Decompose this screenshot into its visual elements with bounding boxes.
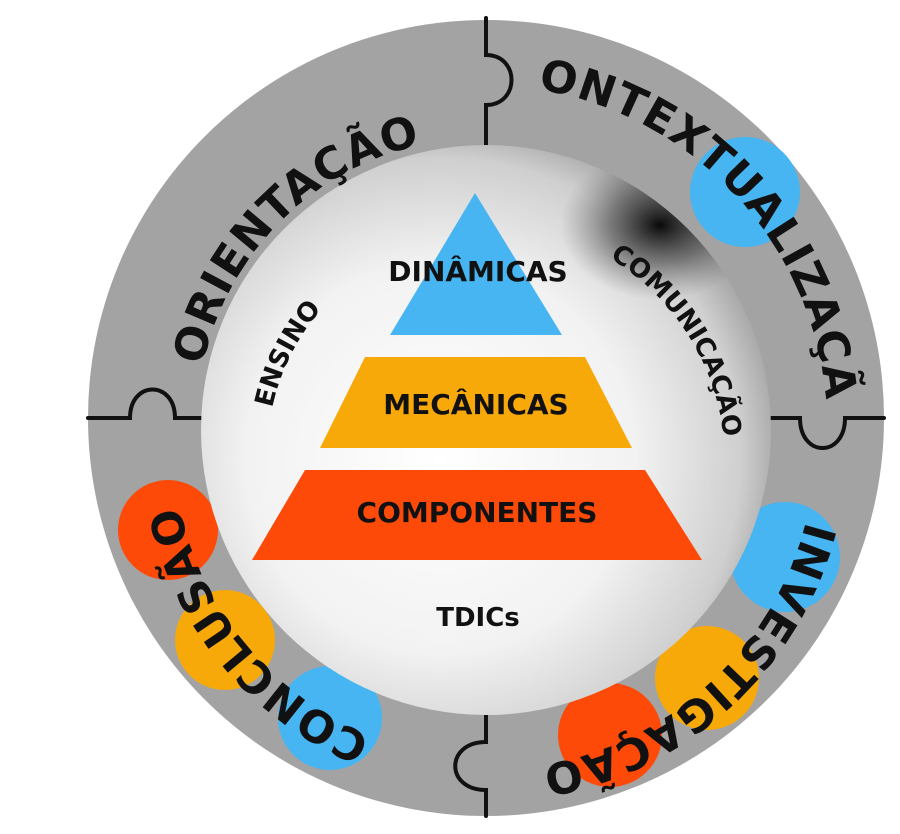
label-mecanicas: MECÂNICAS (383, 387, 568, 421)
pyramid-bottom (252, 470, 702, 560)
bubble-blue-top-right (690, 137, 800, 247)
bubble-orange-right (655, 626, 759, 730)
bubble-blue-bottom-left (278, 666, 382, 770)
bubble-red-left (118, 480, 218, 580)
pyramid-top (390, 193, 562, 335)
bubble-red-bottom-right (558, 683, 662, 787)
pyramid-middle (320, 357, 632, 448)
label-dinamicas: DINÂMICAS (388, 254, 567, 288)
bubble-orange-left (175, 590, 275, 690)
label-tdics: TDICs (436, 603, 520, 633)
bubble-blue-right (730, 502, 840, 612)
label-componentes: COMPONENTES (357, 496, 598, 529)
puzzle-dividers (86, 16, 886, 818)
